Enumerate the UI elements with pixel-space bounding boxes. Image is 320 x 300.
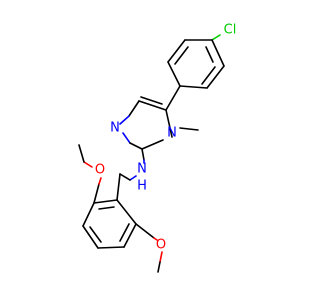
bond-dr5 bbox=[123, 223, 137, 248]
bond-dr1 bbox=[93, 199, 118, 204]
bond-dr6 bbox=[116, 199, 137, 225]
bond-ar4 bbox=[167, 61, 181, 87]
bond-n3-c2-n bbox=[122, 132, 131, 144]
bond-dr3-inner bbox=[89, 226, 102, 243]
bond-aryl-o-lower-o bbox=[153, 237, 158, 241]
atom-n1-label: N bbox=[167, 126, 177, 141]
bond-aryl-o-upper-o bbox=[98, 177, 102, 185]
bond-n1-methyl bbox=[179, 127, 199, 131]
bond-ar2-inner bbox=[201, 66, 216, 85]
structure-drawing: Cl N N N H O O bbox=[78, 23, 237, 273]
bond-o-methyl-lower-o bbox=[159, 251, 163, 263]
bond-ar5-inner bbox=[174, 46, 189, 65]
bond-nh-ch2 bbox=[119, 173, 131, 181]
bond-ar5 bbox=[167, 39, 186, 63]
atom-n3-label: N bbox=[110, 121, 120, 136]
bond-c4-n3-n bbox=[119, 115, 130, 125]
atom-cl-label: Cl bbox=[224, 23, 237, 38]
bond-o-methyl-lower bbox=[157, 261, 161, 273]
bond-dr4 bbox=[97, 246, 125, 249]
bond-aryl-o-upper bbox=[93, 183, 100, 204]
bond-dr5-inner bbox=[119, 223, 130, 242]
bond-o-methyl-upper bbox=[78, 144, 85, 163]
bond-c4-n3 bbox=[128, 100, 140, 117]
bond-ar2 bbox=[206, 65, 225, 89]
imidazole-ring bbox=[119, 96, 199, 150]
bond-ar1-inner bbox=[205, 46, 214, 63]
bond-c5-n1 bbox=[165, 109, 173, 138]
molecule-canvas: Cl N N N H O O bbox=[78, 22, 237, 273]
bond-c5-c4 bbox=[138, 100, 167, 111]
bond-dr2 bbox=[82, 202, 95, 227]
bond-aryl-imidazole bbox=[165, 85, 181, 111]
bond-dr1-inner bbox=[98, 206, 115, 210]
bond-c5-c4-inner bbox=[140, 96, 163, 105]
atom-amine-h-label: H bbox=[137, 179, 147, 194]
bond-c-cl bbox=[211, 34, 221, 41]
bond-ar1 bbox=[211, 39, 225, 67]
dimethoxyphenyl-ring bbox=[82, 199, 137, 249]
atom-o-lower-label: O bbox=[156, 238, 166, 253]
atom-o-upper-label: O bbox=[95, 163, 105, 178]
bond-c2-nh bbox=[141, 148, 145, 161]
bond-ar3 bbox=[179, 85, 208, 89]
bond-n3-c2 bbox=[129, 142, 143, 150]
bond-c2-n1 bbox=[141, 139, 164, 150]
bond-ch2-aryl bbox=[116, 173, 121, 201]
chlorophenyl-ring bbox=[167, 34, 225, 89]
atom-amine-n-label: N bbox=[137, 162, 147, 177]
bond-nh-ch2-n bbox=[129, 175, 137, 181]
bond-dr3 bbox=[82, 225, 99, 249]
bond-aryl-o-lower bbox=[135, 223, 155, 239]
bond-o-methyl-upper-o bbox=[83, 161, 93, 168]
